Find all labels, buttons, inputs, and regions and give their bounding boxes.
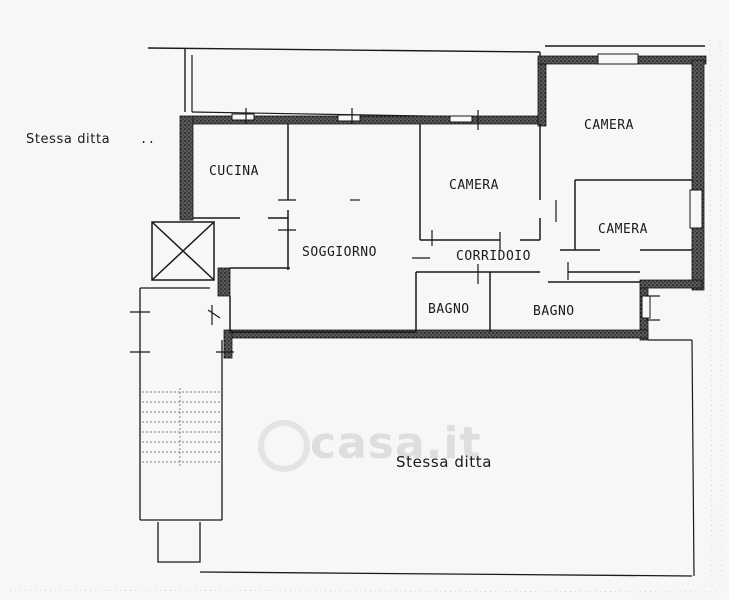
room-label-bagno-right: BAGNO [533, 304, 575, 319]
window-markers [231, 53, 703, 319]
lift-shaft [151, 221, 215, 281]
watermark-text: casa.it [310, 418, 482, 469]
entry-notch [157, 522, 693, 577]
balcony-top [191, 55, 541, 119]
label-stessa-ditta-bottom: Stessa ditta [396, 453, 493, 471]
stairwell [130, 287, 234, 521]
room-label-corridoio: CORRIDOIO [456, 249, 531, 264]
room-label-soggiorno: SOGGIORNO [302, 245, 377, 260]
room-label-cucina: CUCINA [209, 164, 259, 179]
room-label-camera-top-right: CAMERA [584, 118, 634, 133]
room-label-camera-center: CAMERA [449, 178, 499, 193]
scan-texture [9, 39, 723, 593]
lower-area-boundary [648, 339, 695, 577]
interior-walls [193, 124, 692, 333]
house-logo-icon [258, 420, 310, 472]
room-label-bagno-left: BAGNO [428, 302, 470, 317]
label-dotted-leader: .. [140, 132, 156, 146]
room-label-camera-right: CAMERA [598, 222, 648, 237]
label-stessa-ditta-left: Stessa ditta [26, 132, 111, 147]
door-ticks [207, 108, 660, 325]
stair-steps [142, 388, 220, 466]
